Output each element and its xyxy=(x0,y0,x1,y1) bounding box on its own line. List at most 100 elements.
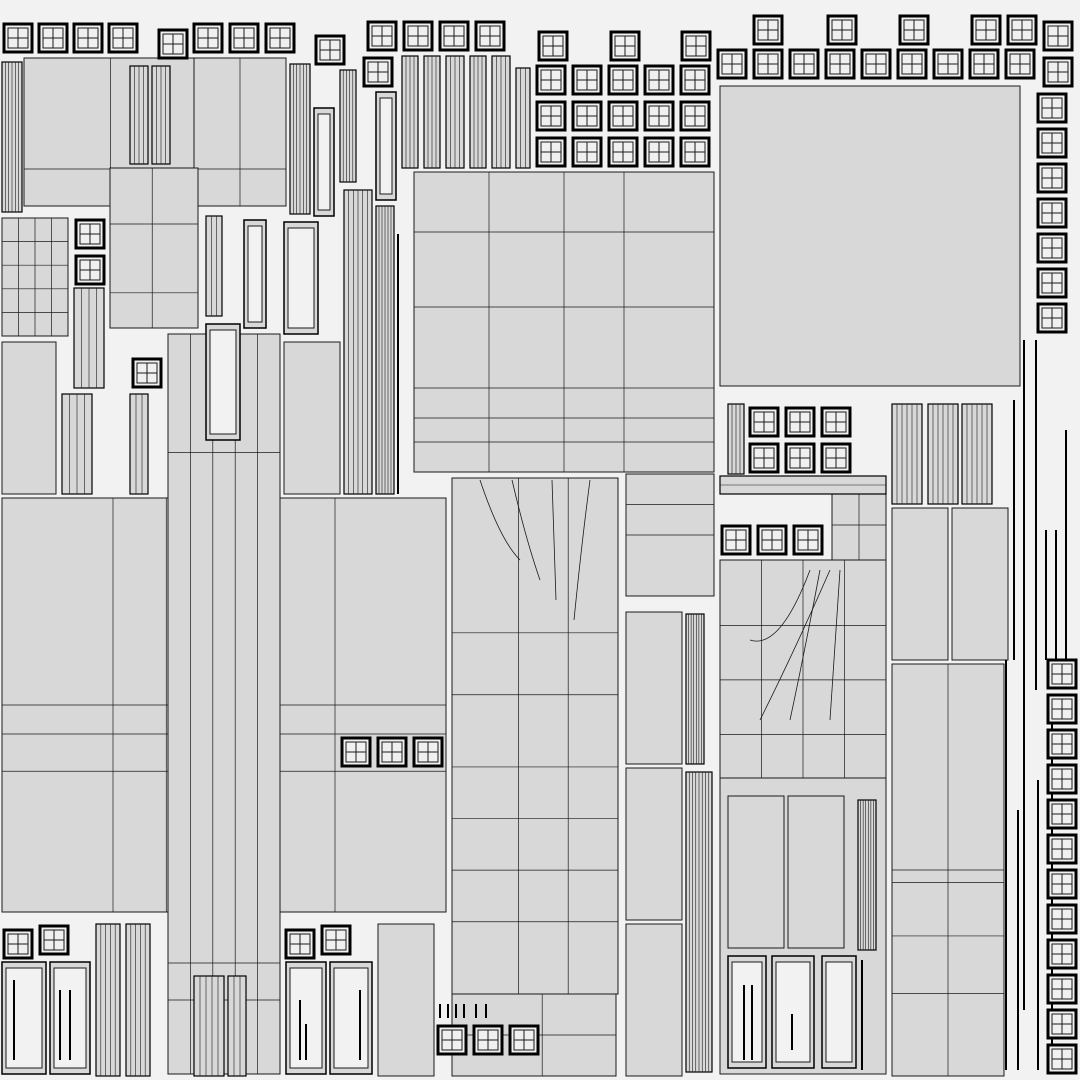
uv-window xyxy=(643,64,675,96)
uv-window xyxy=(1006,14,1038,46)
uv-shell-grid-left xyxy=(1,217,69,337)
uv-frame xyxy=(243,219,267,329)
uv-window xyxy=(968,48,1000,80)
uv-strip xyxy=(151,65,171,165)
uv-window xyxy=(1036,197,1068,229)
uv-window xyxy=(1036,302,1068,334)
uv-window xyxy=(1004,48,1036,80)
uv-strip xyxy=(891,403,923,505)
uv-window xyxy=(402,20,434,52)
uv-strip-outline xyxy=(129,393,149,495)
uv-frame-inner xyxy=(5,967,43,1069)
uv-window xyxy=(472,1024,504,1056)
uv-shell-outline xyxy=(719,85,1021,387)
uv-strip xyxy=(445,55,465,169)
uv-window xyxy=(679,136,711,168)
uv-window xyxy=(1046,1043,1078,1075)
uv-window xyxy=(860,48,892,80)
uv-strip xyxy=(125,923,151,1077)
uv-strip xyxy=(927,403,959,505)
uv-window xyxy=(1046,798,1078,830)
uv-window xyxy=(1046,1008,1078,1040)
uv-window xyxy=(284,928,316,960)
uv-window xyxy=(1046,693,1078,725)
uv-window xyxy=(932,48,964,80)
uv-frame xyxy=(329,961,373,1075)
uv-shell-left-mid xyxy=(109,167,199,329)
uv-window xyxy=(362,56,394,88)
uv-window xyxy=(436,1024,468,1056)
uv-window xyxy=(157,28,189,60)
uv-shell-c2 xyxy=(625,767,683,921)
uv-shell-outline xyxy=(1,341,57,495)
uv-shell-curves xyxy=(479,479,841,721)
uv-strip xyxy=(685,771,713,1073)
uv-strip-outline xyxy=(515,67,531,169)
uv-window xyxy=(824,48,856,80)
uv-shell-outline xyxy=(109,167,199,329)
uv-window xyxy=(1042,20,1074,52)
uv-strip xyxy=(491,55,511,169)
uv-window xyxy=(820,406,852,438)
uv-window xyxy=(752,14,784,46)
uv-shell-center-top xyxy=(413,171,715,473)
uv-window xyxy=(1046,903,1078,935)
uv-strip xyxy=(515,67,531,169)
uv-strip xyxy=(401,55,419,169)
uv-shell-lr-1 xyxy=(727,795,785,949)
uv-window xyxy=(107,22,139,54)
uv-strip-outline xyxy=(125,923,151,1077)
uv-frame-inner xyxy=(317,113,331,211)
uv-strip xyxy=(227,975,247,1077)
uv-window xyxy=(474,20,506,52)
uv-strip xyxy=(685,613,705,765)
uv-window xyxy=(535,136,567,168)
uv-window xyxy=(679,64,711,96)
uv-window xyxy=(2,22,34,54)
uv-frame-inner xyxy=(825,961,853,1063)
uv-frame-inner xyxy=(379,97,393,195)
uv-shell-tapered-center xyxy=(451,477,619,995)
uv-window xyxy=(376,736,408,768)
uv-shell-curve xyxy=(749,569,811,642)
uv-frame-inner xyxy=(333,967,369,1069)
uv-shell-outline xyxy=(625,611,683,765)
uv-window xyxy=(720,524,752,556)
uv-window xyxy=(748,442,780,474)
uv-shell-curve xyxy=(573,479,591,621)
uv-window xyxy=(970,14,1002,46)
uv-shell-c1 xyxy=(625,611,683,765)
uv-window xyxy=(792,524,824,556)
uv-window xyxy=(752,48,784,80)
uv-strip xyxy=(129,393,149,495)
uv-strip-outline xyxy=(193,975,225,1077)
uv-strip xyxy=(73,287,105,389)
uv-shell-outline xyxy=(283,341,341,495)
uv-window xyxy=(788,48,820,80)
uv-frame-inner xyxy=(287,227,315,329)
uv-strip xyxy=(289,63,311,215)
uv-shell-curve xyxy=(551,479,557,601)
uv-shell-c3 xyxy=(625,923,683,1077)
uv-strip xyxy=(961,403,993,505)
uv-frame xyxy=(1,961,47,1075)
uv-shell-center-right xyxy=(625,473,715,597)
uv-shell-outline xyxy=(951,507,1009,661)
uv-window xyxy=(74,218,106,250)
uv-window xyxy=(508,1024,540,1056)
uv-window xyxy=(1046,833,1078,865)
uv-window xyxy=(37,22,69,54)
uv-window xyxy=(898,14,930,46)
uv-shell-bottom-plain xyxy=(377,923,435,1077)
uv-window xyxy=(192,22,224,54)
uv-window xyxy=(716,48,748,80)
uv-window xyxy=(784,406,816,438)
uv-strip xyxy=(727,403,745,475)
uv-hstrip xyxy=(719,475,887,495)
uv-window xyxy=(571,100,603,132)
uv-strip xyxy=(857,799,877,951)
uv-window xyxy=(1046,728,1078,760)
uv-strip xyxy=(375,205,395,495)
uv-frame xyxy=(283,221,319,335)
uv-window xyxy=(340,736,372,768)
